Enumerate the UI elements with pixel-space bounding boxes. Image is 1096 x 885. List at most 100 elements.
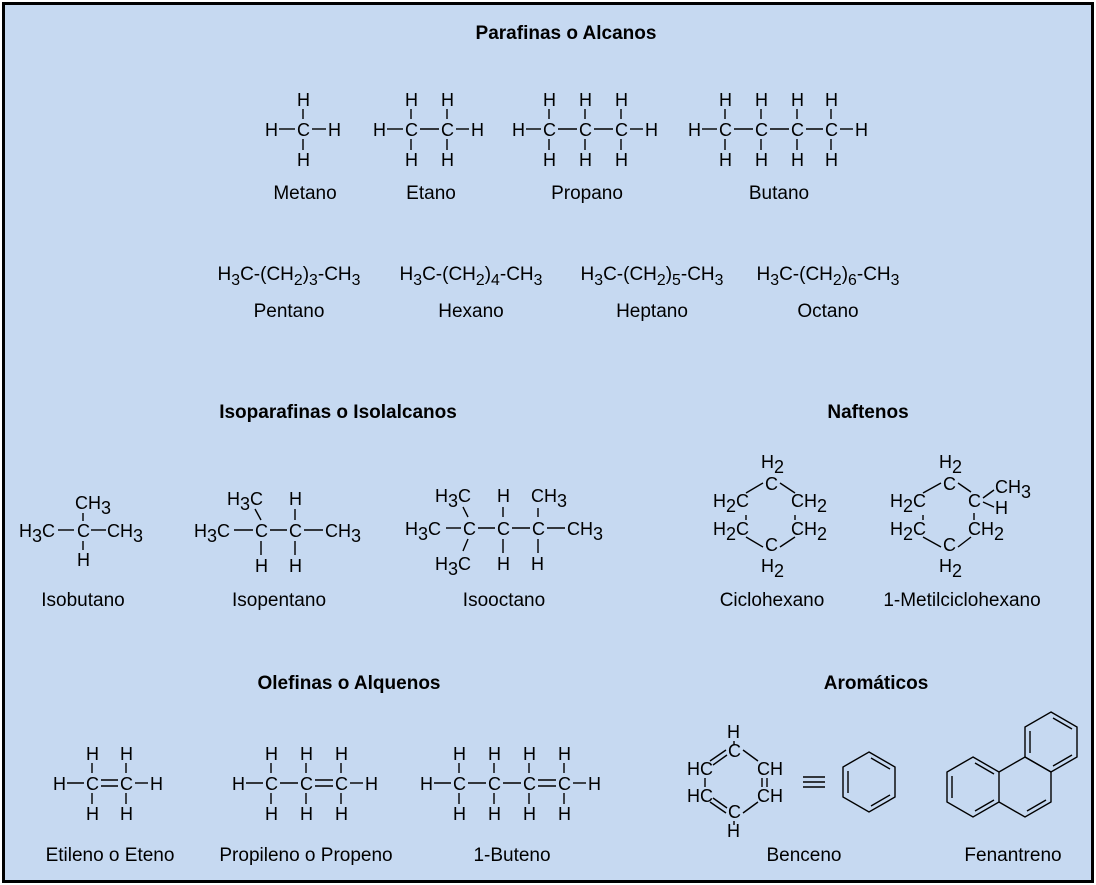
svg-text:H: H [255,556,268,576]
label-buteno: 1-Buteno [473,845,551,866]
label-pentano: Pentano [253,301,325,322]
svg-text:H2C: H2C [713,519,749,544]
svg-text:H: H [77,550,90,570]
label-metano: Metano [273,183,337,204]
svg-text:H: H [53,774,66,794]
label-isopentano: Isopentano [231,590,327,611]
svg-text:H: H [289,489,302,509]
svg-text:H2: H2 [761,452,784,477]
label-isooctano: Isooctano [462,590,546,611]
svg-text:C: C [120,774,133,794]
svg-text:C: C [765,474,778,494]
svg-text:H: H [727,821,740,841]
svg-text:H: H [453,744,466,764]
svg-text:H: H [558,744,571,764]
label-etileno: Etileno o Eteno [45,845,175,866]
svg-text:H3C: H3C [19,521,55,546]
svg-text:H: H [791,150,804,170]
svg-text:CH3: CH3 [325,521,361,546]
svg-text:C: C [755,120,768,140]
svg-text:CH2: CH2 [968,519,1004,544]
label-heptano: Heptano [616,301,688,322]
svg-text:C: C [532,519,545,539]
svg-text:H: H [755,150,768,170]
title-isoalcanos: Isoparafinas o Isolalcanos [219,402,457,423]
title-alquenos: Olefinas o Alquenos [257,673,441,694]
label-fenantreno: Fenantreno [964,845,1062,866]
svg-text:H: H [488,744,501,764]
svg-text:H: H [120,804,133,824]
svg-text:C: C [300,774,313,794]
label-butano: Butano [748,183,810,204]
svg-text:CH: CH [757,759,783,779]
svg-text:H: H [543,150,556,170]
svg-text:H: H [300,804,313,824]
label-propano: Propano [551,183,623,204]
metilciclohexano-structure: H2 C H2C C CH3 H H2C CH2 C H2 [890,452,1031,581]
svg-text:H: H [488,804,501,824]
svg-text:C: C [765,535,778,555]
svg-text:H: H [441,150,454,170]
svg-text:CH2: CH2 [791,519,827,544]
label-isobutano: Isobutano [41,590,125,611]
svg-text:C: C [943,474,956,494]
svg-text:C: C [441,120,454,140]
title-aromaticos: Aromáticos [823,673,929,694]
svg-text:H3C: H3C [435,486,471,511]
svg-text:H3C: H3C [435,554,471,579]
svg-text:H: H [615,90,628,110]
svg-text:C: C [86,774,99,794]
svg-text:H: H [755,90,768,110]
label-ciclohexano: Ciclohexano [719,590,825,611]
svg-text:H3C: H3C [194,521,230,546]
svg-text:H: H [688,120,701,140]
title-alcanos: Parafinas o Alcanos [475,23,657,44]
svg-text:C: C [265,774,278,794]
svg-text:H: H [825,150,838,170]
svg-text:H: H [420,774,433,794]
svg-text:H: H [297,150,310,170]
svg-text:C: C [488,774,501,794]
svg-text:C: C [728,741,741,761]
svg-text:H: H [265,744,278,764]
svg-text:C: C [615,120,628,140]
svg-text:C: C [523,774,536,794]
svg-text:C: C [335,774,348,794]
svg-text:HC: HC [687,786,713,806]
svg-text:C: C [825,120,838,140]
svg-text:HC: HC [687,759,713,779]
svg-text:H: H [588,774,601,794]
svg-text:H: H [150,774,163,794]
formula-heptano: H3C-(CH2)5-CH3 [580,264,724,289]
svg-text:H: H [531,554,544,574]
svg-text:H: H [855,120,868,140]
svg-text:H: H [265,120,278,140]
svg-text:CH3: CH3 [107,521,143,546]
svg-text:H: H [300,744,313,764]
label-propileno: Propileno o Propeno [219,845,393,866]
svg-text:CH2: CH2 [791,491,827,516]
svg-text:H: H [543,90,556,110]
svg-text:H: H [615,150,628,170]
formula-pentano: H3C-(CH2)3-CH3 [217,264,361,289]
svg-text:H: H [265,804,278,824]
svg-text:C: C [297,120,310,140]
svg-text:H3C: H3C [405,519,441,544]
svg-text:H: H [512,120,525,140]
svg-text:C: C [463,519,476,539]
svg-text:C: C [728,802,741,822]
label-etano: Etano [406,183,456,204]
svg-text:H2: H2 [939,452,962,477]
svg-text:H: H [365,774,378,794]
svg-text:C: C [558,774,571,794]
benceno-kekule-structure: H C HC CH HC CH C H [687,722,783,841]
svg-text:H: H [86,804,99,824]
svg-text:C: C [77,521,90,541]
svg-text:H: H [328,120,341,140]
